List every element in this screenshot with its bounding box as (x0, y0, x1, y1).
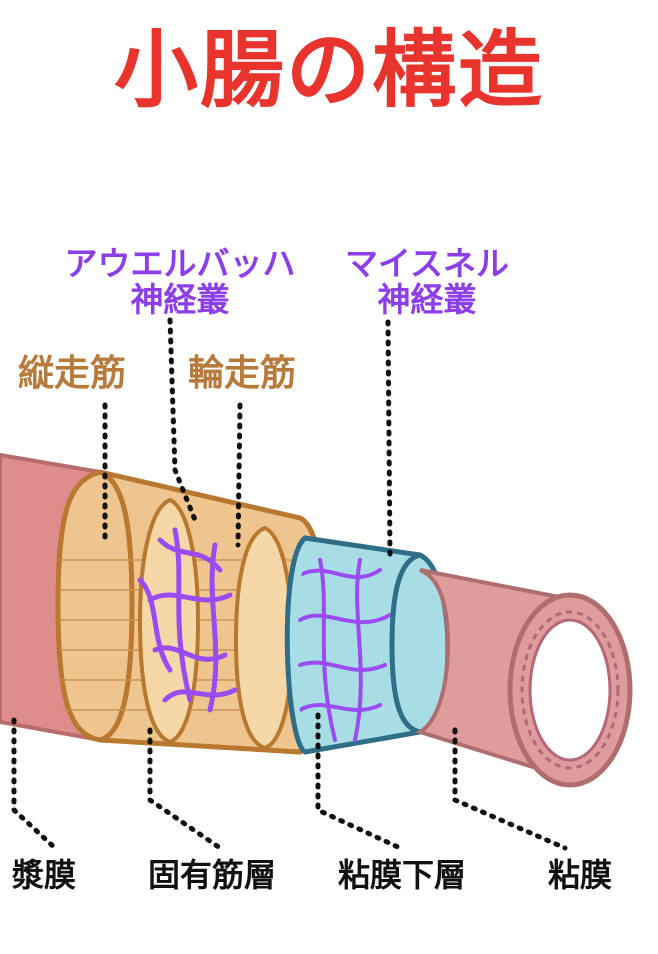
meissner-plexus-nerves (298, 558, 392, 742)
submucosa-leader (315, 712, 403, 851)
page-title: 小腸の構造 (113, 21, 544, 119)
meissner-plexus-line1: マイスネル (344, 244, 509, 283)
auerbach-plexus-nerves (137, 527, 238, 713)
submucosa-label: 粘膜下層 (338, 856, 467, 894)
serosa-layer (0, 452, 135, 743)
muscularis-leader (147, 727, 223, 851)
auerbach-plexus-line2: 神経叢 (130, 279, 230, 319)
muscularis-layer (60, 469, 329, 755)
auerbach-leader (167, 317, 198, 523)
longitudinal-muscle-label: 縦走筋 (18, 353, 127, 394)
auerbach-plexus-line1: アウエルバッハ (64, 244, 296, 283)
meissner-leader (385, 319, 393, 558)
mucosa-villi (520, 610, 620, 770)
submucosa-layer (284, 535, 451, 755)
mucosa-label: 粘膜 (548, 856, 613, 894)
circular-leader (235, 402, 243, 548)
leader-lines (11, 317, 568, 851)
circular-muscle-ring (137, 497, 201, 745)
circular-muscle-label: 輪走筋 (188, 353, 297, 394)
meissner-plexus-line2: 神経叢 (377, 279, 477, 319)
circular-muscle-band (233, 525, 295, 751)
meissner-plexus-label: マイスネル 神経叢 (336, 246, 518, 317)
serosa-leader (11, 717, 58, 851)
mucosa-layer (415, 568, 633, 788)
mucosa-leader (452, 727, 568, 851)
muscularis-propria-label: 固有筋層 (148, 856, 277, 894)
serosa-label: 漿膜 (12, 856, 77, 894)
auerbach-plexus-label: アウエルバッハ 神経叢 (48, 246, 312, 317)
serosa-rim (55, 469, 135, 743)
mucosa-lumen (528, 618, 612, 762)
